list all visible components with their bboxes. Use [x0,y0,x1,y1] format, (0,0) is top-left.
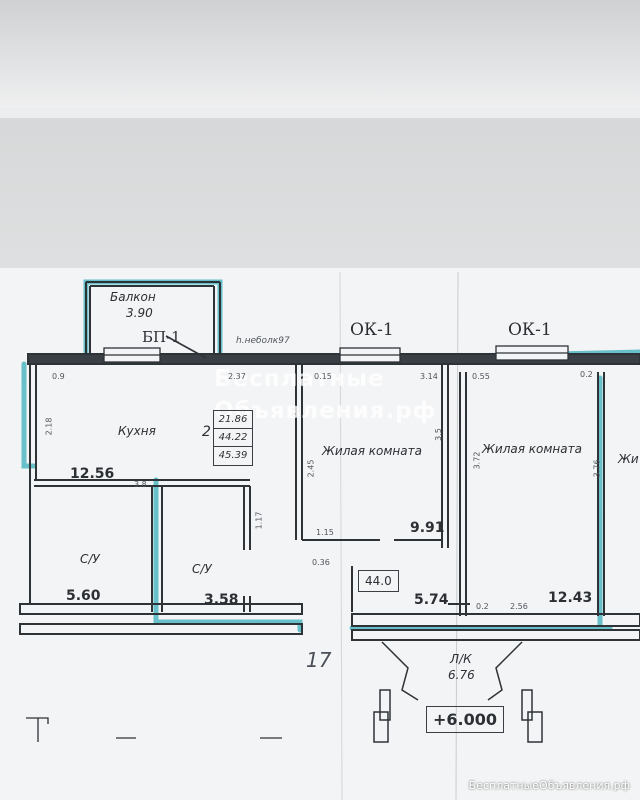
walls [19,281,640,641]
total-area-box: 44.0 [358,570,399,592]
balcony-area: 3.90 [126,306,153,320]
dim-4: 0.55 [472,372,490,381]
bottom-marks [26,717,282,742]
window-label-ok1-a: ОК-1 [350,320,394,340]
balcony-name: Балкон [110,290,156,304]
watermark-line1: Бесплатные [214,366,385,392]
watermark-line2: Объявления.рф [214,398,437,424]
apartment-area-living: 21.86 [214,411,252,429]
windows [103,345,569,363]
stairwell [373,641,543,743]
handwritten-note: h.неболк97 [236,336,290,346]
living-room-1-area: 9.91 [410,520,445,536]
dim-5: 0.2 [580,370,593,379]
dim-8: 2.45 [306,459,316,478]
stairs-name: Л/К [450,652,472,666]
note-17: 17 [306,648,332,672]
bathroom-1-name: С/У [80,552,100,566]
dim-9: 3.5 [433,428,443,441]
apartment-area-with-balcony: 45.39 [218,450,248,461]
kitchen-name: Кухня [118,424,156,438]
dim-16: 1.17 [254,511,264,530]
dim-2: 0.15 [314,372,332,381]
bathroom-2-name: С/У [192,562,212,576]
balcony-door [165,335,207,359]
dim-15: 0.36 [312,558,330,567]
wall-background [0,118,640,278]
dim-7: 3.8 [134,480,147,489]
apartment-area-total: 44.22 [214,429,252,447]
bathroom-2-area: 3.58 [204,592,239,608]
dim-3: 3.14 [420,372,438,381]
dim-11: 3.76 [592,459,602,478]
dim-12: 1.15 [316,528,334,537]
window-label-bp1: БП-1 [142,328,181,346]
sill-edge [0,108,640,118]
apartment-areas-box: 21.86 44.22 45.39 [213,410,253,466]
level-mark: +6.000 [426,706,505,733]
dim-14: 2.56 [510,602,528,611]
bathroom-1-area: 5.60 [66,588,101,604]
dim-6: 2.18 [44,417,54,436]
dim-1: 2.37 [228,372,246,381]
living-room-3-name: Жи [618,452,639,466]
living-room-2-name: Жилая комната [482,442,582,456]
dim-10: 3.72 [472,451,482,470]
kitchen-area: 12.56 [70,466,115,482]
apartment-number: 2 [202,424,211,440]
watermark-bottom: БесплатныеОбъявления.рф [468,779,630,792]
stairs-area: 6.76 [448,668,475,682]
window-sill [0,0,640,112]
dim-0: 0.9 [52,372,65,381]
living-room-2-area: 12.43 [548,590,593,606]
window-label-ok1-b: ОК-1 [508,320,552,340]
dim-13: 0.2 [476,602,489,611]
hall-area: 5.74 [414,592,449,608]
living-room-1-name: Жилая комната [322,444,422,458]
